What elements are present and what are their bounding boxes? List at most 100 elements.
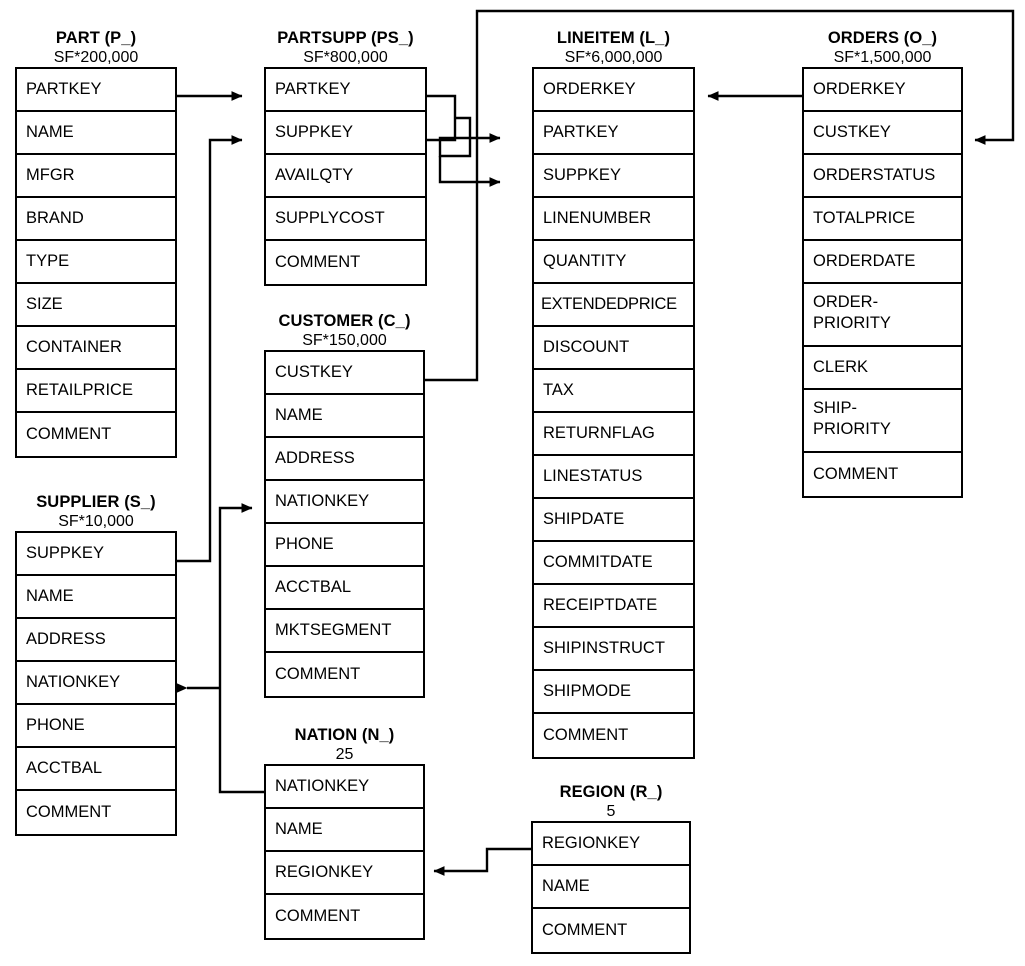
- field-row[interactable]: NATIONKEY: [266, 766, 423, 809]
- entity-supplier-title: SUPPLIER (S_): [36, 493, 156, 511]
- field-row[interactable]: SHIPINSTRUCT: [534, 628, 693, 671]
- field-row[interactable]: QUANTITY: [534, 241, 693, 284]
- entity-partsupp-title: PARTSUPP (PS_): [277, 29, 414, 47]
- field-row[interactable]: NAME: [266, 809, 423, 852]
- entity-nation-fields: NATIONKEY NAME REGIONKEY COMMENT: [264, 764, 425, 940]
- field-row[interactable]: EXTENDEDPRICE: [534, 284, 693, 327]
- field-row[interactable]: ADDRESS: [266, 438, 423, 481]
- wire-partsupp-bracket: [427, 94, 457, 142]
- wire-region-nation: [433, 847, 531, 876]
- field-row[interactable]: ORDERDATE: [804, 241, 961, 284]
- field-row[interactable]: COMMENT: [275, 665, 361, 683]
- entity-part-cardinality: SF*200,000: [53, 49, 139, 66]
- field-row[interactable]: SIZE: [17, 284, 175, 327]
- field-line: PRIORITY: [813, 314, 891, 332]
- field-row[interactable]: ADDRESS: [17, 619, 175, 662]
- field-row[interactable]: TYPE: [17, 241, 175, 284]
- field-row[interactable]: NATIONKEY: [17, 662, 175, 705]
- field-row[interactable]: CONTAINER: [17, 327, 175, 370]
- field-row[interactable]: COMMENT: [275, 253, 361, 271]
- entity-lineitem-fields: ORDERKEY PARTKEY SUPPKEY LINENUMBER QUAN…: [532, 67, 695, 759]
- field-row[interactable]: NAME: [533, 866, 689, 909]
- field-row[interactable]: ACCTBAL: [17, 748, 175, 791]
- field-row[interactable]: BRAND: [17, 198, 175, 241]
- field-row[interactable]: NATIONKEY: [266, 481, 423, 524]
- field-row[interactable]: ORDER- PRIORITY: [804, 284, 961, 347]
- field-row[interactable]: COMMENT: [26, 803, 112, 821]
- entity-orders: ORDERS (O_) SF*1,500,000 ORDERKEY CUSTKE…: [802, 28, 963, 498]
- field-row[interactable]: AVAILQTY: [266, 155, 425, 198]
- entity-lineitem-cardinality: SF*6,000,000: [564, 49, 663, 66]
- field-row[interactable]: DISCOUNT: [534, 327, 693, 370]
- field-row[interactable]: ORDERSTATUS: [804, 155, 961, 198]
- field-line: PRIORITY: [813, 420, 891, 438]
- field-row[interactable]: PHONE: [266, 524, 423, 567]
- entity-nation-title: NATION (N_): [294, 726, 395, 744]
- field-row[interactable]: TAX: [534, 370, 693, 413]
- field-line: SHIP-: [813, 399, 858, 417]
- field-row[interactable]: COMMENT: [543, 726, 629, 744]
- field-row[interactable]: LINENUMBER: [534, 198, 693, 241]
- field-row[interactable]: NAME: [17, 112, 175, 155]
- entity-partsupp: PARTSUPP (PS_) SF*800,000 PARTKEY SUPPKE…: [264, 28, 427, 286]
- wire-partsupp-lineitem-suppkey: [438, 156, 501, 187]
- entity-region-fields: REGIONKEY NAME COMMENT: [531, 821, 691, 954]
- field-row[interactable]: NAME: [17, 576, 175, 619]
- field-row[interactable]: MKTSEGMENT: [266, 610, 423, 653]
- entity-nation-cardinality: 25: [335, 746, 354, 763]
- entity-customer: CUSTOMER (C_) SF*150,000 CUSTKEY NAME AD…: [264, 311, 425, 698]
- field-row[interactable]: NAME: [266, 395, 423, 438]
- field-row[interactable]: COMMENT: [542, 921, 628, 939]
- field-row[interactable]: COMMENT: [26, 425, 112, 443]
- entity-supplier: SUPPLIER (S_) SF*10,000 SUPPKEY NAME ADD…: [15, 492, 177, 836]
- field-row[interactable]: CUSTKEY: [804, 112, 961, 155]
- field-row[interactable]: SHIPMODE: [534, 671, 693, 714]
- entity-customer-title: CUSTOMER (C_): [278, 312, 411, 330]
- wire-supplier-partsupp: [177, 135, 243, 563]
- field-row[interactable]: PARTKEY: [534, 112, 693, 155]
- field-row[interactable]: RETURNFLAG: [534, 413, 693, 456]
- entity-customer-cardinality: SF*150,000: [302, 332, 387, 349]
- entity-region-cardinality: 5: [606, 803, 616, 820]
- field-row[interactable]: ORDERKEY: [534, 69, 693, 112]
- field-row[interactable]: RETAILPRICE: [17, 370, 175, 413]
- field-row[interactable]: CUSTKEY: [266, 352, 423, 395]
- field-row[interactable]: REGIONKEY: [266, 852, 423, 895]
- entity-orders-cardinality: SF*1,500,000: [833, 49, 932, 66]
- field-row[interactable]: MFGR: [17, 155, 175, 198]
- entity-region-title: REGION (R_): [559, 783, 663, 801]
- field-row[interactable]: SUPPKEY: [266, 112, 425, 155]
- wire-nation-customer: [218, 503, 264, 794]
- field-row[interactable]: SHIPDATE: [534, 499, 693, 542]
- field-row[interactable]: SUPPKEY: [17, 533, 175, 576]
- field-row[interactable]: COMMENT: [275, 907, 361, 925]
- field-row[interactable]: SHIP- PRIORITY: [804, 390, 961, 453]
- field-row[interactable]: LINESTATUS: [534, 456, 693, 499]
- entity-partsupp-fields: PARTKEY SUPPKEY AVAILQTY SUPPLYCOST COMM…: [264, 67, 427, 286]
- entity-supplier-cardinality: SF*10,000: [58, 513, 134, 530]
- field-row[interactable]: RECEIPTDATE: [534, 585, 693, 628]
- entity-region: REGION (R_) 5 REGIONKEY NAME COMMENT: [531, 782, 691, 954]
- wire-partsupp-lineitem-partkey: [438, 116, 501, 158]
- field-row[interactable]: REGIONKEY: [533, 823, 689, 866]
- field-row[interactable]: TOTALPRICE: [804, 198, 961, 241]
- entity-customer-fields: CUSTKEY NAME ADDRESS NATIONKEY PHONE ACC…: [264, 350, 425, 698]
- field-row[interactable]: PHONE: [17, 705, 175, 748]
- field-row[interactable]: COMMITDATE: [534, 542, 693, 585]
- entity-supplier-fields: SUPPKEY NAME ADDRESS NATIONKEY PHONE ACC…: [15, 531, 177, 836]
- field-row[interactable]: PARTKEY: [17, 69, 175, 112]
- entity-lineitem: LINEITEM (L_) SF*6,000,000 ORDERKEY PART…: [532, 28, 695, 759]
- field-row[interactable]: PARTKEY: [266, 69, 425, 112]
- field-row[interactable]: SUPPLYCOST: [266, 198, 425, 241]
- field-row[interactable]: COMMENT: [813, 465, 899, 483]
- entity-partsupp-cardinality: SF*800,000: [303, 49, 388, 66]
- field-row[interactable]: SUPPKEY: [534, 155, 693, 198]
- field-row[interactable]: ACCTBAL: [266, 567, 423, 610]
- entity-part: PART (P_) SF*200,000 PARTKEY NAME MFGR B…: [15, 28, 177, 458]
- field-row[interactable]: ORDERKEY: [804, 69, 961, 112]
- entity-lineitem-title: LINEITEM (L_): [556, 29, 671, 47]
- entity-orders-title: ORDERS (O_): [827, 29, 938, 47]
- entity-part-title: PART (P_): [55, 29, 137, 47]
- field-row[interactable]: CLERK: [804, 347, 961, 390]
